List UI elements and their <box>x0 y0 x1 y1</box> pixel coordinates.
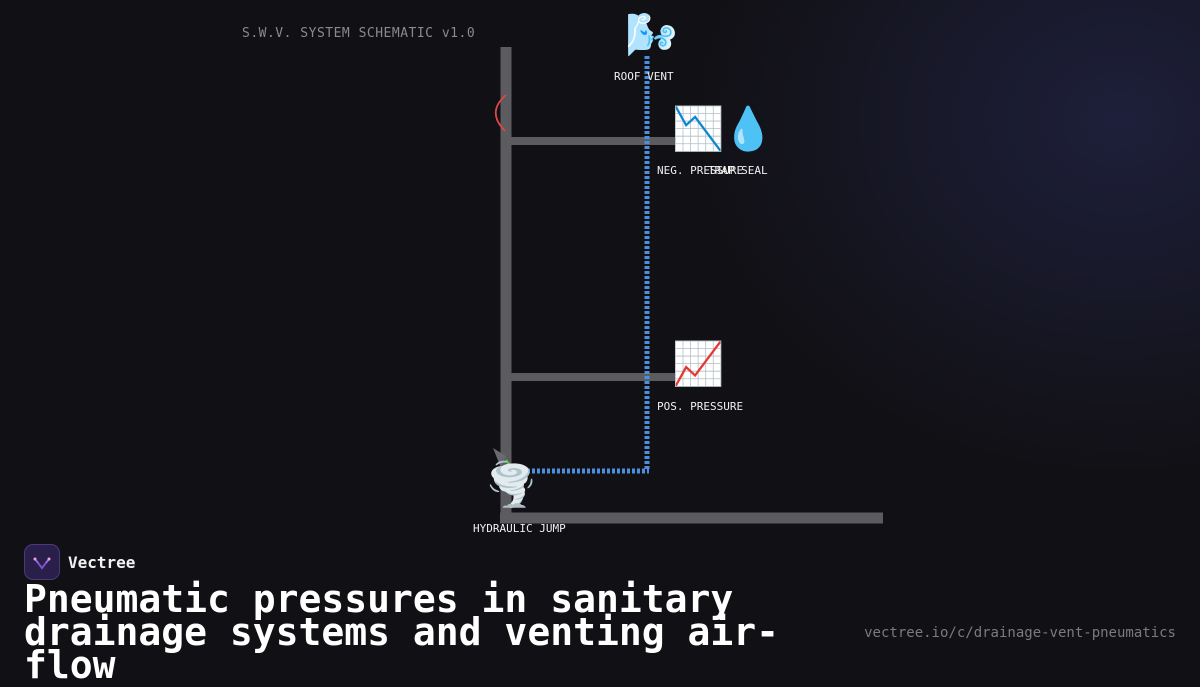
pos-pressure-label: POS. PRESSURE <box>657 400 744 413</box>
vectree-logo-icon <box>24 544 60 580</box>
positive-pressure-arrow <box>505 459 513 469</box>
source-url[interactable]: vectree.io/c/drainage-vent-pneumatics <box>864 625 1176 641</box>
brand-name: Vectree <box>68 552 136 572</box>
negative-pressure-arc <box>494 94 507 132</box>
neg-pressure-label: NEG. PRESSURE <box>657 164 744 177</box>
droplet-icon: 💧 <box>722 104 775 153</box>
tornado-icon: 🌪️ <box>485 460 538 509</box>
chart-increasing-icon: 📈 <box>672 339 725 388</box>
wind-blowing-face-icon: 🌬️ <box>625 10 678 59</box>
headline: Pneumatic pressures in sanitary drainage… <box>24 577 864 687</box>
flow-deflector-arrow <box>493 448 506 468</box>
headline-line-1: Pneumatic pressures in sanitary <box>24 577 734 621</box>
schematic-title: S.W.V. SYSTEM SCHEMATIC v1.0 <box>242 26 476 41</box>
trap-seal-label: TRAP SEAL <box>708 164 768 177</box>
headline-line-2: drainage systems and venting air-flow <box>24 610 779 687</box>
hydraulic-jump-label: HYDRAULIC JUMP <box>473 522 566 535</box>
roof-vent-label: ROOF VENT <box>614 70 674 83</box>
chart-decreasing-icon: 📉 <box>672 104 725 153</box>
brand: Vectree <box>24 544 135 580</box>
